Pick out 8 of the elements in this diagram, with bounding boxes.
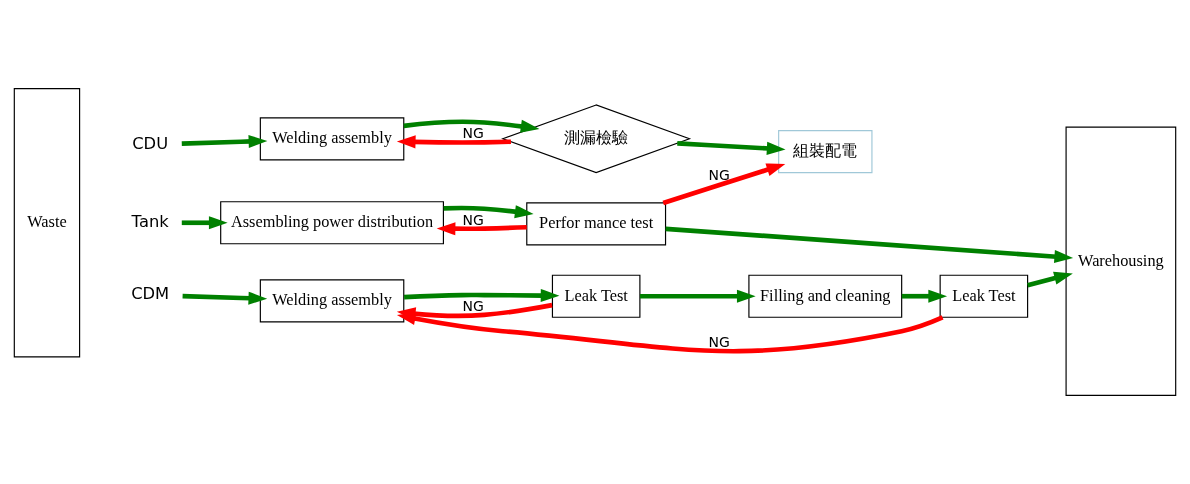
edge-label: NG (462, 211, 484, 228)
edge-label: NG (708, 167, 730, 184)
edge-label: NG (462, 297, 484, 314)
node-text: CDU (132, 133, 169, 153)
node-text: CDM (131, 284, 170, 304)
node-text: Tank (131, 212, 169, 232)
edge-label: NG (462, 125, 484, 142)
edge-label: NG (708, 334, 730, 351)
